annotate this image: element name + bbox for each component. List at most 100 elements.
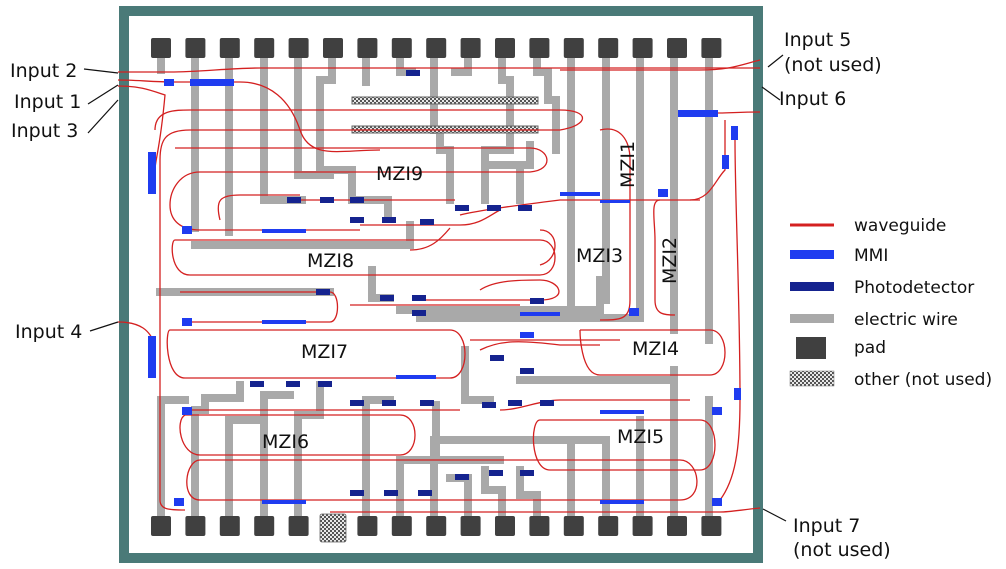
photodetector bbox=[530, 298, 544, 304]
legend: waveguide MMI Photodetector electric wir… bbox=[789, 216, 992, 390]
mmi bbox=[182, 407, 192, 415]
pad bbox=[391, 516, 412, 536]
mmi bbox=[164, 79, 174, 86]
photodetector bbox=[487, 205, 501, 211]
mzi1-label: MZI1 bbox=[617, 141, 639, 188]
pad bbox=[391, 38, 412, 58]
input-2-label: Input 2 bbox=[10, 60, 77, 82]
photodetector bbox=[350, 197, 364, 203]
pad bbox=[495, 516, 515, 536]
mmi bbox=[148, 152, 156, 194]
photodetector bbox=[518, 205, 532, 211]
pad bbox=[529, 38, 550, 58]
mmi bbox=[396, 375, 436, 379]
mmi bbox=[712, 498, 722, 506]
photodetector bbox=[350, 490, 364, 496]
pad bbox=[288, 38, 309, 58]
photodetector bbox=[455, 205, 469, 211]
pad bbox=[357, 38, 378, 58]
legend-wire-label: electric wire bbox=[854, 310, 958, 330]
legend-mmi-label: MMI bbox=[854, 246, 888, 266]
input-1-label: Input 1 bbox=[14, 91, 81, 113]
pads-bottom bbox=[151, 513, 722, 543]
legend-pad-label: pad bbox=[854, 338, 886, 358]
legend-waveguide-label: waveguide bbox=[854, 216, 946, 236]
mmi bbox=[734, 388, 741, 400]
photodetector bbox=[520, 368, 534, 374]
mzi4-label: MZI4 bbox=[632, 338, 679, 360]
pad bbox=[701, 516, 722, 536]
photodetector bbox=[420, 219, 434, 225]
photodetector bbox=[318, 381, 332, 387]
pad bbox=[460, 38, 481, 58]
pad-unused bbox=[319, 513, 347, 543]
pad bbox=[495, 38, 515, 58]
photodetector bbox=[320, 197, 334, 203]
mmi bbox=[731, 126, 738, 140]
mmi bbox=[520, 312, 560, 316]
legend-other-swatch bbox=[789, 370, 835, 387]
pads-top bbox=[151, 38, 722, 58]
photodetector bbox=[406, 70, 420, 76]
pad bbox=[460, 516, 481, 536]
mmi bbox=[174, 498, 184, 506]
mzi9-label: MZI9 bbox=[376, 163, 423, 185]
mmi bbox=[262, 500, 306, 504]
photodetector bbox=[384, 490, 398, 496]
photodetector bbox=[286, 381, 300, 387]
pad bbox=[288, 516, 309, 536]
pad bbox=[426, 516, 447, 536]
mmi bbox=[678, 110, 718, 117]
input-5-label: Input 5 bbox=[784, 29, 851, 51]
legend-photodetector-label: Photodetector bbox=[854, 278, 974, 298]
mmi bbox=[600, 410, 644, 414]
mmi bbox=[600, 200, 630, 203]
pad bbox=[529, 516, 550, 536]
photodetector bbox=[412, 295, 426, 301]
pad bbox=[185, 38, 206, 58]
photodetector bbox=[382, 400, 396, 406]
pad bbox=[151, 516, 171, 536]
photodetector bbox=[489, 470, 503, 476]
input-4-label: Input 4 bbox=[15, 321, 82, 343]
mmi bbox=[262, 229, 306, 233]
pad bbox=[185, 516, 206, 536]
mmi bbox=[600, 500, 644, 504]
pad bbox=[219, 38, 240, 58]
photodetector bbox=[350, 400, 364, 406]
pad bbox=[151, 38, 171, 58]
input-7-label: Input 7 bbox=[793, 515, 860, 537]
pad bbox=[563, 516, 584, 536]
mmi bbox=[520, 332, 534, 338]
input-6-label: Input 6 bbox=[779, 88, 846, 110]
mmi bbox=[190, 79, 234, 86]
photodetector bbox=[455, 474, 469, 480]
pad bbox=[323, 38, 343, 58]
legend-other-label: other (not used) bbox=[854, 370, 992, 390]
mzi2-label: MZI2 bbox=[659, 237, 681, 284]
pad bbox=[426, 38, 447, 58]
photodetector bbox=[490, 355, 504, 361]
legend-wire-swatch bbox=[790, 314, 834, 323]
mmi bbox=[148, 336, 156, 378]
mmi bbox=[629, 308, 639, 316]
photodetector bbox=[250, 381, 264, 387]
photodetector bbox=[420, 400, 434, 406]
photodetector bbox=[382, 217, 396, 223]
photodetector bbox=[350, 217, 364, 223]
mzi6-label: MZI6 bbox=[262, 431, 309, 453]
input-5-note: (not used) bbox=[784, 54, 882, 76]
pad bbox=[598, 38, 619, 58]
pad bbox=[632, 38, 653, 58]
pad bbox=[701, 38, 722, 58]
pad bbox=[667, 516, 687, 536]
pad bbox=[357, 516, 378, 536]
photodetector bbox=[316, 289, 330, 295]
mzi7-label: MZI7 bbox=[301, 341, 348, 363]
mmi bbox=[712, 407, 722, 415]
input-leader-lines bbox=[83, 54, 787, 522]
photodetector bbox=[520, 470, 534, 476]
photodetector bbox=[540, 400, 554, 406]
mzi3-label: MZI3 bbox=[576, 245, 623, 267]
